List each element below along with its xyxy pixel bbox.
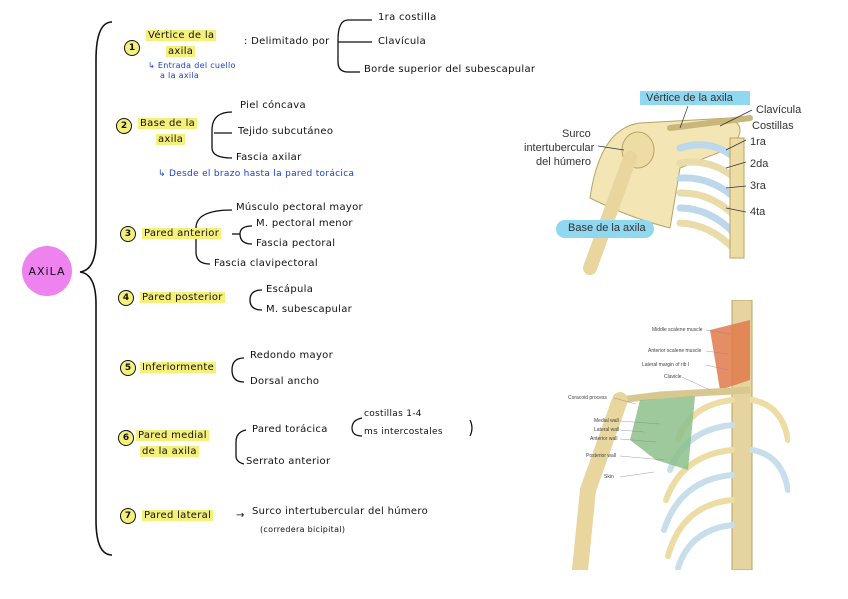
section-5-title: Inferiormente: [140, 362, 217, 373]
section-3-item: Fascia pectoral: [256, 238, 336, 249]
label-base: Base de la axila: [568, 222, 646, 234]
section-6-item: Pared torácica: [252, 424, 328, 435]
section-2-title-2: axila: [156, 134, 186, 145]
section-5-item: Dorsal ancho: [250, 376, 320, 387]
section-4-title: Pared posterior: [140, 292, 225, 303]
section-4-item: M. subescapular: [266, 304, 353, 315]
section-2-item: Piel cóncava: [240, 100, 306, 111]
label-middle-scalene: Middle scalene muscle: [652, 327, 703, 333]
figure-axilla-skeleton: Vértice de la axila Clavícula Costillas …: [520, 88, 820, 278]
section-3-item: Fascia clavipectoral: [214, 258, 318, 269]
center-label: AXiLA: [28, 264, 66, 278]
label-sulcus-3: del húmero: [536, 156, 592, 168]
section-1-connector: : Delimitado por: [244, 36, 330, 47]
section-1-title: Vértice de la: [146, 30, 217, 41]
section-6-subitem: ms intercostales: [364, 427, 443, 437]
label-sulcus: Surco: [562, 128, 591, 140]
label-skin: Skin: [604, 474, 614, 480]
center-topic: AXiLA: [22, 246, 72, 296]
section-2-note: ↳ Desde el brazo hasta la pared torácica: [158, 169, 355, 179]
section-6-title: Pared medial: [136, 430, 209, 441]
section-1-title-2: axila: [166, 46, 196, 57]
section-6-title-2: de la axila: [140, 446, 199, 457]
section-3-title: Pared anterior: [142, 228, 222, 239]
section-1-item: Clavícula: [378, 36, 427, 47]
section-2-number: 2: [116, 118, 132, 134]
label-medial-wall: Medial wall: [594, 418, 619, 424]
skeleton-illustration: [556, 91, 753, 275]
label-rib-1: 1ra: [750, 136, 766, 148]
label-clavicle-2: Clavicle: [664, 374, 682, 380]
label-ribs: Costillas: [752, 120, 794, 132]
section-5-number: 5: [120, 360, 136, 376]
section-7-arrow: →: [236, 510, 245, 521]
section-1-note: ↳ Entrada del cuello: [148, 61, 236, 70]
section-4-number: 4: [118, 290, 134, 306]
label-anterior-wall: Anterior wall: [590, 436, 618, 442]
label-lateral-wall: Lateral wall: [594, 427, 620, 433]
section-3-item: Músculo pectoral mayor: [236, 202, 363, 213]
section-7-title: Pared lateral: [142, 510, 214, 521]
section-7-item: Surco intertubercular del húmero: [252, 506, 428, 517]
section-7-number: 7: [120, 508, 136, 524]
section-7-item: (corredera bicipital): [260, 525, 346, 534]
label-rib-4: 4ta: [750, 206, 766, 218]
section-6-number: 6: [118, 430, 134, 446]
section-6-item: Serrato anterior: [246, 456, 331, 467]
section-1-item: 1ra costilla: [378, 12, 437, 23]
label-posterior-wall: Posterior wall: [586, 453, 617, 459]
section-6-subitem: costillas 1-4: [364, 409, 422, 419]
label-coracoid: Coracoid process: [568, 395, 607, 401]
section-4-item: Escápula: [266, 284, 314, 295]
label-clavicle: Clavícula: [756, 104, 802, 116]
section-1-note-2: a la axila: [160, 71, 200, 80]
section-2-item: Tejido subcutáneo: [238, 126, 334, 137]
section-1-number: 1: [124, 40, 140, 56]
label-vertex: Vértice de la axila: [646, 92, 733, 104]
section-5-item: Redondo mayor: [250, 350, 334, 361]
label-rib-2: 2da: [750, 158, 769, 170]
section-1-item: Borde superior del subescapular: [364, 64, 536, 75]
figure-axilla-walls: Middle scalene muscle Anterior scalene m…: [560, 300, 790, 570]
label-anterior-scalene: Anterior scalene muscle: [648, 348, 702, 354]
section-2-title: Base de la: [138, 118, 198, 129]
anatomy-illustration: [572, 300, 790, 570]
section-3-item: M. pectoral menor: [256, 218, 353, 229]
section-3-number: 3: [120, 226, 136, 242]
label-rib-margin: Lateral margin of rib I: [642, 362, 690, 368]
label-sulcus-2: intertubercular: [524, 142, 595, 154]
label-rib-3: 3ra: [750, 180, 766, 192]
section-2-item: Fascia axilar: [236, 152, 302, 163]
